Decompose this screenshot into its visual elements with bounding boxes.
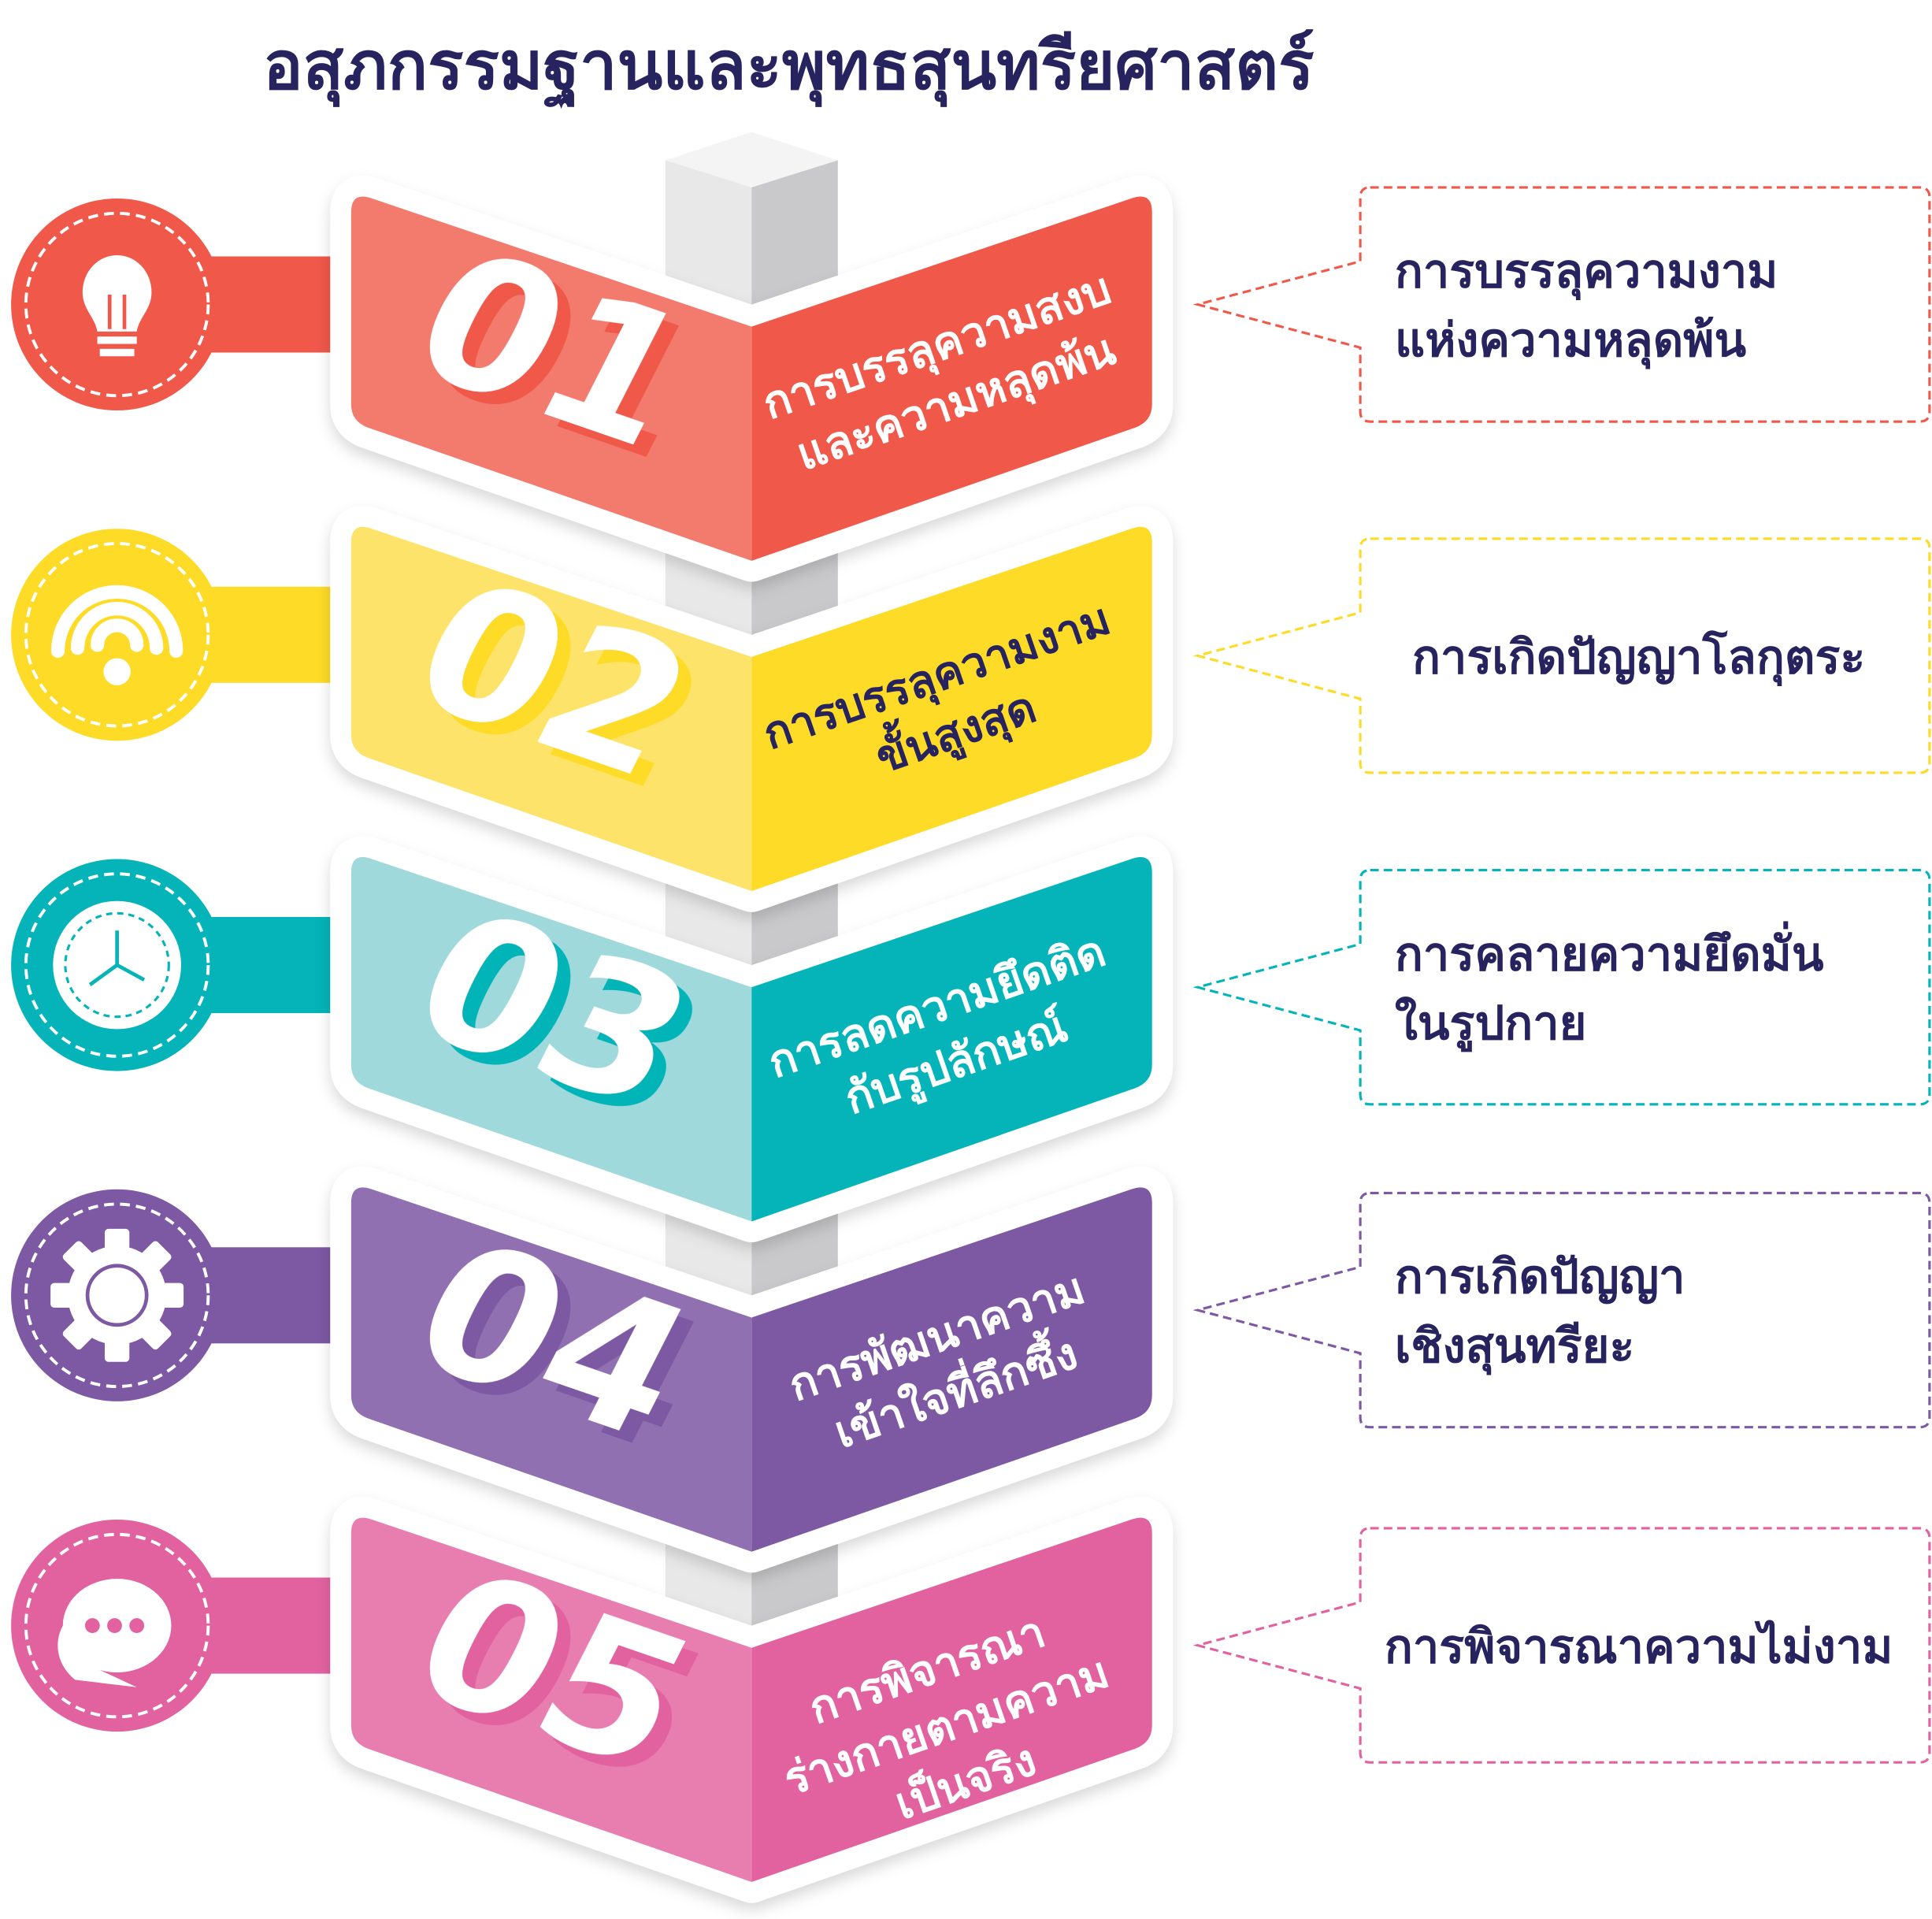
- chevron-left-face: [350, 1517, 752, 1882]
- callout-box: [1192, 1527, 1931, 1764]
- step-icon-badge: [11, 529, 224, 741]
- connector-bar: [203, 586, 339, 683]
- callout-text-line: การเกิดปัญญาโลกุตระ: [1412, 629, 1865, 686]
- bulb-base: [99, 348, 135, 357]
- step-icon-badge: [11, 1189, 224, 1401]
- callout-text-line: การเกิดปัญญา: [1395, 1250, 1685, 1305]
- wifi-arc: [90, 618, 144, 652]
- gear-hole: [85, 1264, 149, 1327]
- badge-circle: [11, 529, 224, 741]
- chevron-left-face: [350, 857, 752, 1222]
- pillar-top: [665, 132, 838, 187]
- bubble-dot: [129, 1618, 145, 1633]
- wifi-arc: [70, 602, 164, 655]
- chevron-right-face: [751, 526, 1152, 892]
- step-icon-badge: [11, 198, 224, 411]
- lightbulb-icon: [82, 254, 152, 357]
- bulb-glass: [82, 254, 152, 332]
- callout-text-line: เชิงสุนทรียะ: [1395, 1320, 1634, 1375]
- chevron-right-face: [751, 1187, 1152, 1552]
- callout-box: [1192, 537, 1931, 774]
- callout-box: [1192, 186, 1931, 423]
- chevron-left-face: [350, 196, 752, 561]
- bubble-dot: [84, 1618, 100, 1633]
- wifi-icon: [50, 585, 184, 685]
- chevron-right-face: [751, 1517, 1152, 1882]
- clock-hands: [88, 930, 146, 986]
- wifi-dot: [103, 658, 131, 685]
- badge-dashed-ring: [24, 1202, 210, 1389]
- wifi-arc: [50, 585, 184, 659]
- callout-text-line: แห่งความหลุดพ้น: [1395, 314, 1747, 369]
- badge-dashed-ring: [24, 1532, 210, 1719]
- bubble-dot: [107, 1618, 122, 1633]
- chevron-right-face: [751, 196, 1152, 561]
- callout-05: การพิจารณาความไม่งาม: [1192, 1527, 1931, 1764]
- gear-body: [68, 1245, 167, 1345]
- chevron-left-face: [350, 526, 752, 892]
- chevron-right-face: [751, 857, 1152, 1222]
- callout-text-line: การบรรลุความงาม: [1395, 245, 1778, 301]
- connector-bar: [203, 256, 339, 353]
- badge-dashed-ring: [24, 872, 210, 1058]
- connector-bar: [203, 1577, 339, 1674]
- callout-02: การเกิดปัญญาโลกุตระ: [1192, 537, 1931, 774]
- callout-text-line: การพิจารณาความไม่งาม: [1385, 1619, 1893, 1674]
- gear-icon: [50, 1228, 184, 1362]
- callout-text-line: ในรูปกาย: [1395, 996, 1587, 1052]
- connector-bar: [203, 917, 339, 1014]
- step-icon-badge: [11, 1520, 224, 1732]
- step-icon-badge: [11, 859, 224, 1071]
- bulb-filament: [107, 294, 127, 329]
- callout-box: [1192, 1191, 1931, 1429]
- connector-bar: [203, 1247, 339, 1344]
- chevron-left-face: [350, 1187, 752, 1552]
- clock-icon: [53, 900, 181, 1030]
- callout-text-line: การคลายความยึดมั่น: [1395, 920, 1824, 982]
- chat-bubble-icon: [57, 1579, 172, 1687]
- bulb-base: [97, 336, 137, 344]
- badge-dashed-ring: [24, 211, 210, 398]
- badge-dashed-ring: [24, 542, 210, 728]
- clock-ring: [64, 911, 170, 1019]
- page-title: อสุภกรรมฐานและพุทธสุนทรียศาสตร์: [263, 28, 1314, 110]
- callout-box: [1192, 869, 1931, 1106]
